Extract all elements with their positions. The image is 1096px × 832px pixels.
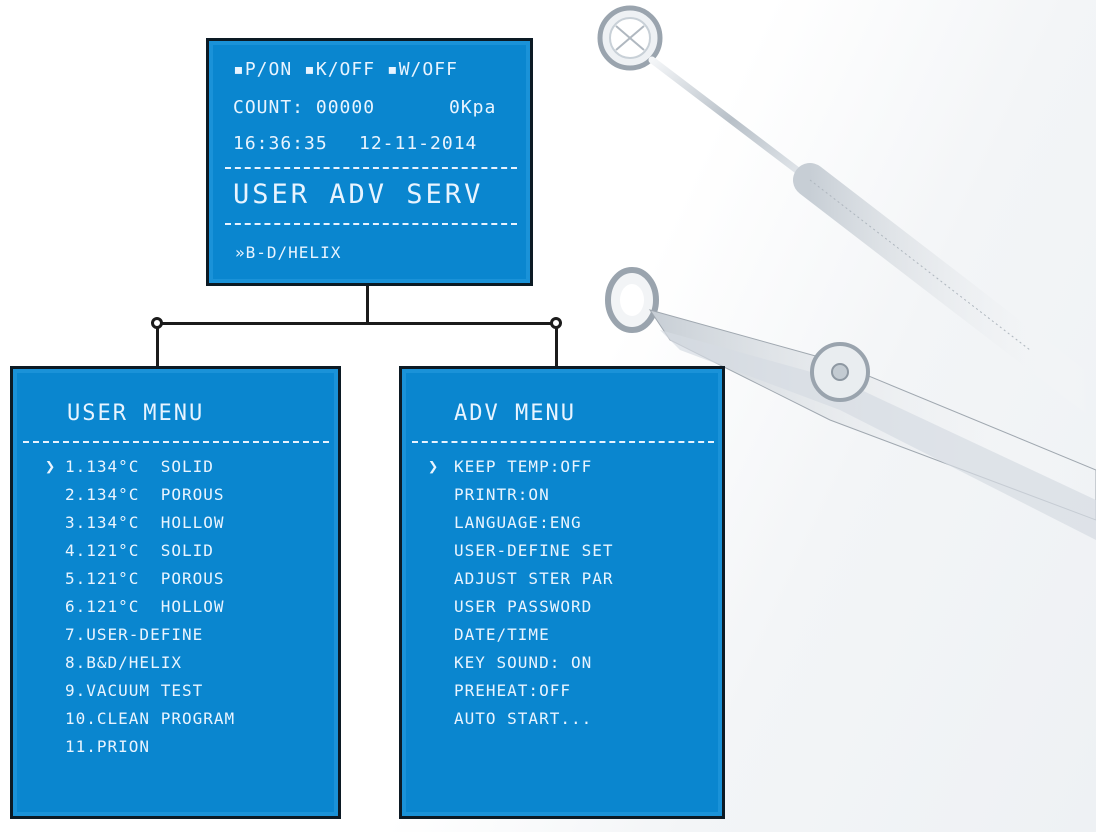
- cursor-icon: ❯: [45, 457, 57, 477]
- menu-item[interactable]: 2.134°C POROUS: [65, 485, 225, 504]
- main-status-panel: ▪P/ON ▪K/OFF ▪W/OFF COUNT: 00000 0Kpa 16…: [206, 38, 533, 286]
- menu-item[interactable]: 11.PRION: [65, 737, 151, 756]
- menu-item[interactable]: 9.VACUUM TEST: [65, 681, 204, 700]
- connector-horizontal: [160, 322, 560, 325]
- menu-item[interactable]: 6.121°C HOLLOW: [65, 597, 225, 616]
- menu-item[interactable]: LANGUAGE:ENG: [454, 513, 582, 532]
- divider: [23, 441, 329, 443]
- user-menu-title: USER MENU: [67, 401, 205, 426]
- menu-item[interactable]: USER PASSWORD: [454, 597, 593, 616]
- adv-menu-title: ADV MENU: [454, 401, 576, 426]
- time-readout: 16:36:35: [233, 133, 328, 154]
- menu-item[interactable]: PREHEAT:OFF: [454, 681, 571, 700]
- current-selection: »B-D/HELIX: [235, 243, 342, 262]
- pressure-readout: 0Kpa: [449, 97, 497, 118]
- divider: [225, 167, 517, 169]
- tweezers-icon: [605, 267, 1096, 540]
- date-readout: 12-11-2014: [359, 133, 478, 154]
- user-menu-panel: USER MENU ❯ 1.134°C SOLID 2.134°C POROUS 3…: [10, 366, 341, 819]
- menu-item[interactable]: KEEP TEMP:OFF: [454, 457, 593, 476]
- connector-vertical: [366, 284, 369, 324]
- menu-item[interactable]: 4.121°C SOLID: [65, 541, 214, 560]
- menu-item[interactable]: KEY SOUND: ON: [454, 653, 593, 672]
- menu-item[interactable]: 8.B&D/HELIX: [65, 653, 182, 672]
- menu-item[interactable]: PRINTR:ON: [454, 485, 550, 504]
- connector-node-left: [151, 317, 163, 329]
- dental-instruments-illustration: [597, 5, 1096, 540]
- menu-item[interactable]: USER-DEFINE SET: [454, 541, 614, 560]
- menu-item[interactable]: 10.CLEAN PROGRAM: [65, 709, 236, 728]
- menu-item[interactable]: 5.121°C POROUS: [65, 569, 225, 588]
- dental-mirror-icon: [597, 5, 1096, 417]
- menu-item[interactable]: AUTO START...: [454, 709, 593, 728]
- menu-item[interactable]: 3.134°C HOLLOW: [65, 513, 225, 532]
- count-label: COUNT: 00000: [233, 97, 376, 118]
- status-line: ▪P/ON ▪K/OFF ▪W/OFF: [233, 59, 458, 80]
- menu-item[interactable]: ADJUST STER PAR: [454, 569, 614, 588]
- divider: [225, 223, 517, 225]
- menu-tabs: USER ADV SERV: [233, 179, 484, 210]
- connector-right-drop: [555, 324, 558, 368]
- adv-menu-panel: ADV MENU ❯ KEEP TEMP:OFF PRINTR:ON LANGUAG…: [399, 366, 725, 819]
- connector-node-right: [550, 317, 562, 329]
- divider: [412, 441, 714, 443]
- menu-item[interactable]: DATE/TIME: [454, 625, 550, 644]
- connector-left-drop: [156, 324, 159, 368]
- cursor-icon: ❯: [428, 457, 440, 477]
- menu-item[interactable]: 7.USER-DEFINE: [65, 625, 204, 644]
- menu-item[interactable]: 1.134°C SOLID: [65, 457, 214, 476]
